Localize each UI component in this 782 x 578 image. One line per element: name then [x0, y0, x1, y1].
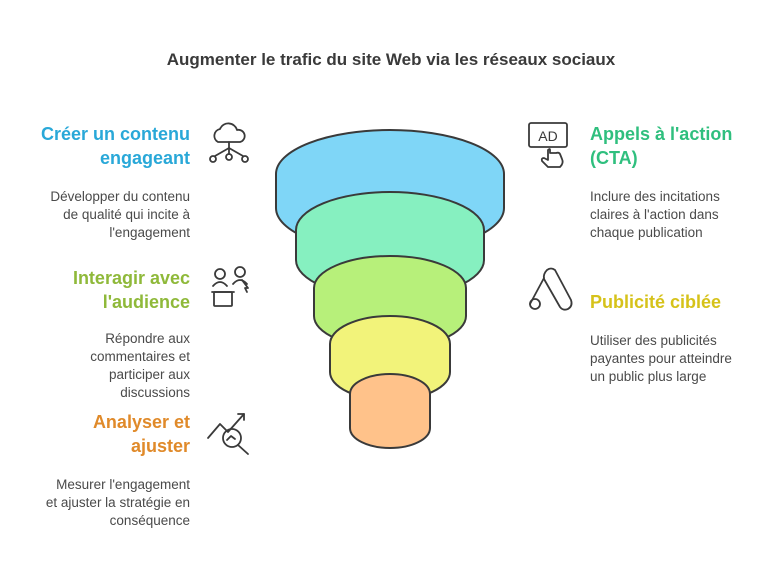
- interact-desc-line2: commentaires et: [90, 349, 190, 364]
- create-heading-line1: Créer un contenu: [40, 124, 190, 144]
- create-desc-line1: Développer du contenu: [50, 189, 190, 204]
- analyze-heading-line1: Analyser et: [92, 412, 190, 432]
- ads-desc-line3: un public plus large: [590, 369, 707, 384]
- item-create-content: Créer un contenu engageant Développer du…: [0, 122, 190, 242]
- cta-heading-line1: Appels à l'action: [590, 124, 733, 144]
- interact-desc-line4: discussions: [120, 385, 190, 400]
- analyze-desc-line1: Mesurer l'engagement: [56, 477, 190, 492]
- analyze-heading-line2: ajuster: [130, 436, 190, 456]
- interact-heading-line2: l'audience: [102, 292, 190, 312]
- create-desc-line3: l'engagement: [109, 225, 190, 240]
- people-interaction-icon: [204, 262, 254, 312]
- interact-desc-line1: Répondre aux: [105, 331, 190, 346]
- item-call-to-action: Appels à l'action (CTA) Inclure des inci…: [590, 122, 760, 242]
- ads-desc-line2: payantes pour atteindre: [590, 351, 732, 366]
- ad-click-icon: AD: [526, 120, 576, 170]
- funnel-layer-orange: [349, 373, 431, 449]
- funnel-diagram: [275, 129, 505, 449]
- interact-heading-line1: Interagir avec: [72, 268, 190, 288]
- analyze-desc-line3: conséquence: [109, 513, 190, 528]
- cta-heading-line2: (CTA): [590, 148, 638, 168]
- item-analyze-adjust: Analyser et ajuster Mesurer l'engagement…: [0, 410, 190, 530]
- diagram-title: Augmenter le trafic du site Web via les …: [166, 50, 616, 69]
- item-targeted-ads: Publicité ciblée Utiliser des publicités…: [590, 290, 760, 386]
- google-ads-icon: [526, 264, 576, 314]
- cta-desc-line2: claires à l'action dans: [590, 207, 719, 222]
- cta-desc-line3: chaque publication: [590, 225, 703, 240]
- ads-desc-line1: Utiliser des publicités: [590, 333, 717, 348]
- analyze-desc-line2: et ajuster la stratégie en: [45, 495, 190, 510]
- ads-heading-line1: Publicité ciblée: [590, 292, 722, 312]
- analytics-search-icon: [204, 406, 254, 456]
- cta-desc-line1: Inclure des incitations: [590, 189, 720, 204]
- create-heading-line2: engageant: [99, 148, 190, 168]
- create-desc-line2: de qualité qui incite à: [63, 207, 190, 222]
- ad-icon-text: AD: [538, 128, 557, 144]
- interact-desc-line3: participer aux: [108, 367, 190, 382]
- item-interact-audience: Interagir avec l'audience Répondre aux c…: [0, 266, 190, 402]
- cloud-network-icon: [204, 120, 254, 170]
